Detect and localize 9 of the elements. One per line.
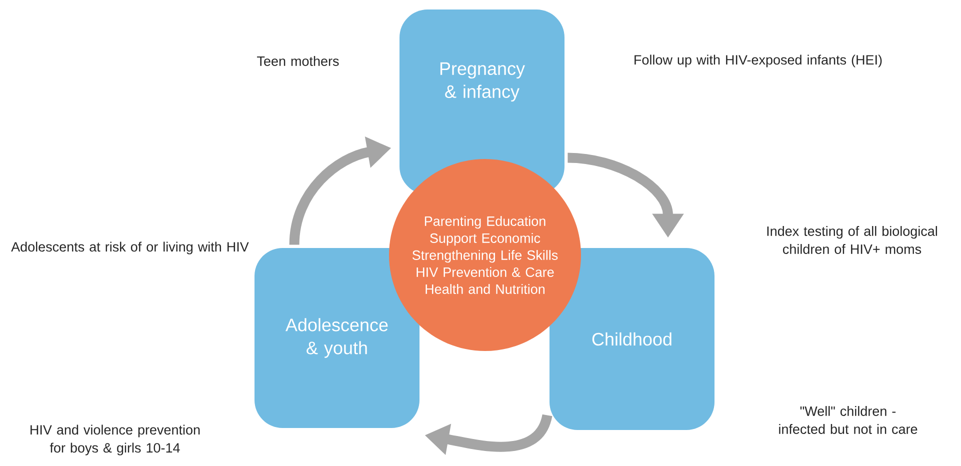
annotation-text: Teen mothers [257,56,339,66]
stage-title: Childhood [592,332,672,346]
annotation-text: HIV and violence prevention for boys & girls 10-14 [30,424,200,456]
annotation-text: Adolescents at risk of or living with HIV [11,242,249,254]
stage-title: Pregnancy & infancy [440,62,525,102]
stage-title: Adolescence & youth [286,318,388,358]
annotation-text: Follow up with HIV-exposed infants (HEI) [634,54,882,68]
annotation-text: "Well" children - infected but not in care [779,406,918,434]
annotation-text: Index testing of all biological children of HIV+ moms [767,226,937,254]
